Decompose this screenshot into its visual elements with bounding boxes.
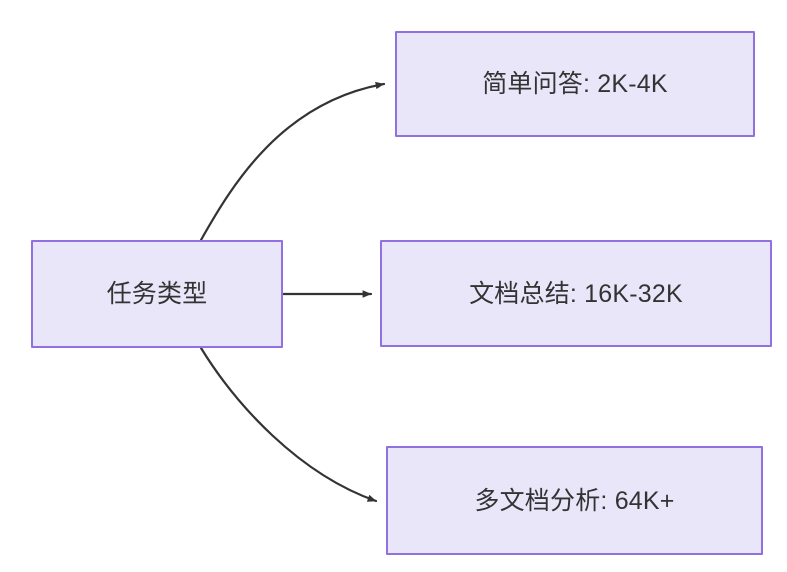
node-simple-qa[interactable]: 简单问答: 2K-4K xyxy=(395,31,755,137)
node-multi-doc-label: 多文档分析: 64K+ xyxy=(474,486,675,515)
node-doc-summary-label: 文档总结: 16K-32K xyxy=(469,279,683,308)
edge-source-to-simple-qa xyxy=(199,81,386,242)
edge-source-to-multi-doc xyxy=(199,346,378,503)
node-task-type[interactable]: 任务类型 xyxy=(31,240,283,348)
node-multi-doc[interactable]: 多文档分析: 64K+ xyxy=(386,446,763,555)
node-task-type-label: 任务类型 xyxy=(106,280,208,308)
node-doc-summary[interactable]: 文档总结: 16K-32K xyxy=(380,240,772,347)
node-simple-qa-label: 简单问答: 2K-4K xyxy=(482,70,668,98)
